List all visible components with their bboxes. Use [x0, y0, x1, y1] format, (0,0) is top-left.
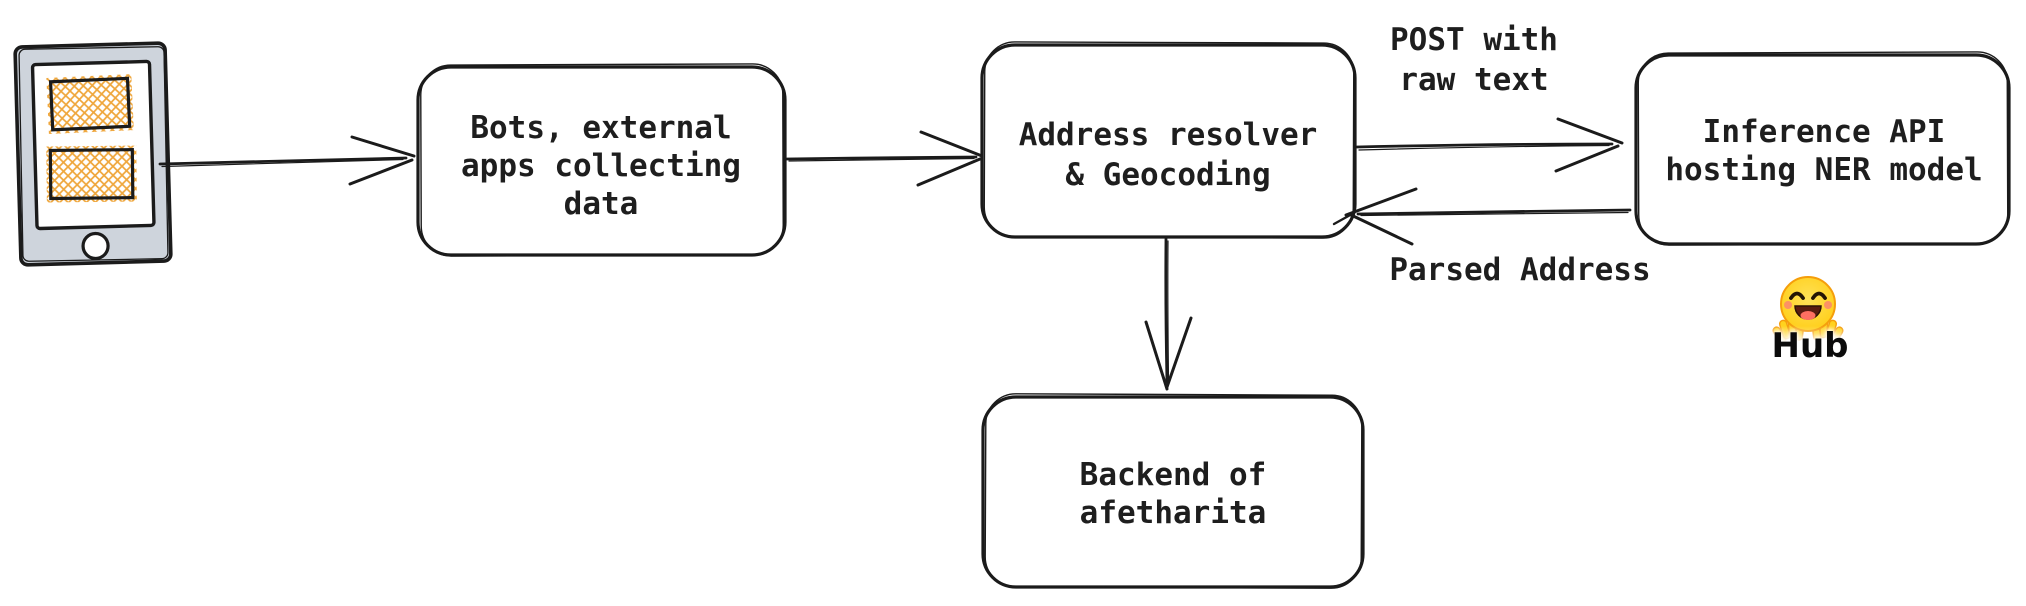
node-resolver-box [980, 41, 1357, 239]
node-backend-box [981, 393, 1365, 589]
node-backend-label: Backend of afetharita [1079, 457, 1267, 531]
node-resolver-label: Address resolver & Geocoding [1018, 117, 1318, 193]
arrow-resolver-to-backend [1144, 237, 1193, 391]
edge-label-post-with-raw-text: POST with raw text [1390, 22, 1558, 98]
node-bots-box [416, 63, 787, 257]
phone-screen-item-2 [46, 145, 137, 203]
node-inference-label: Inference API hosting NER model [1665, 114, 1983, 188]
phone-icon [13, 41, 173, 267]
arrow-inference-to-resolver [1332, 187, 1632, 246]
phone-screen-item-1 [46, 74, 134, 134]
node-bots-label: Bots, external apps collecting data [461, 110, 741, 222]
node-inference-box [1634, 51, 2011, 246]
hub-label: Hub [1771, 326, 1849, 366]
arrow-phone-to-bots [158, 135, 416, 186]
arrow-bots-to-resolver [785, 130, 984, 187]
arrow-resolver-to-inference [1355, 117, 1624, 173]
hugging-face-icon [1762, 276, 1854, 354]
edge-label-parsed-address: Parsed Address [1389, 252, 1651, 288]
phone-home-button-icon [81, 231, 110, 261]
